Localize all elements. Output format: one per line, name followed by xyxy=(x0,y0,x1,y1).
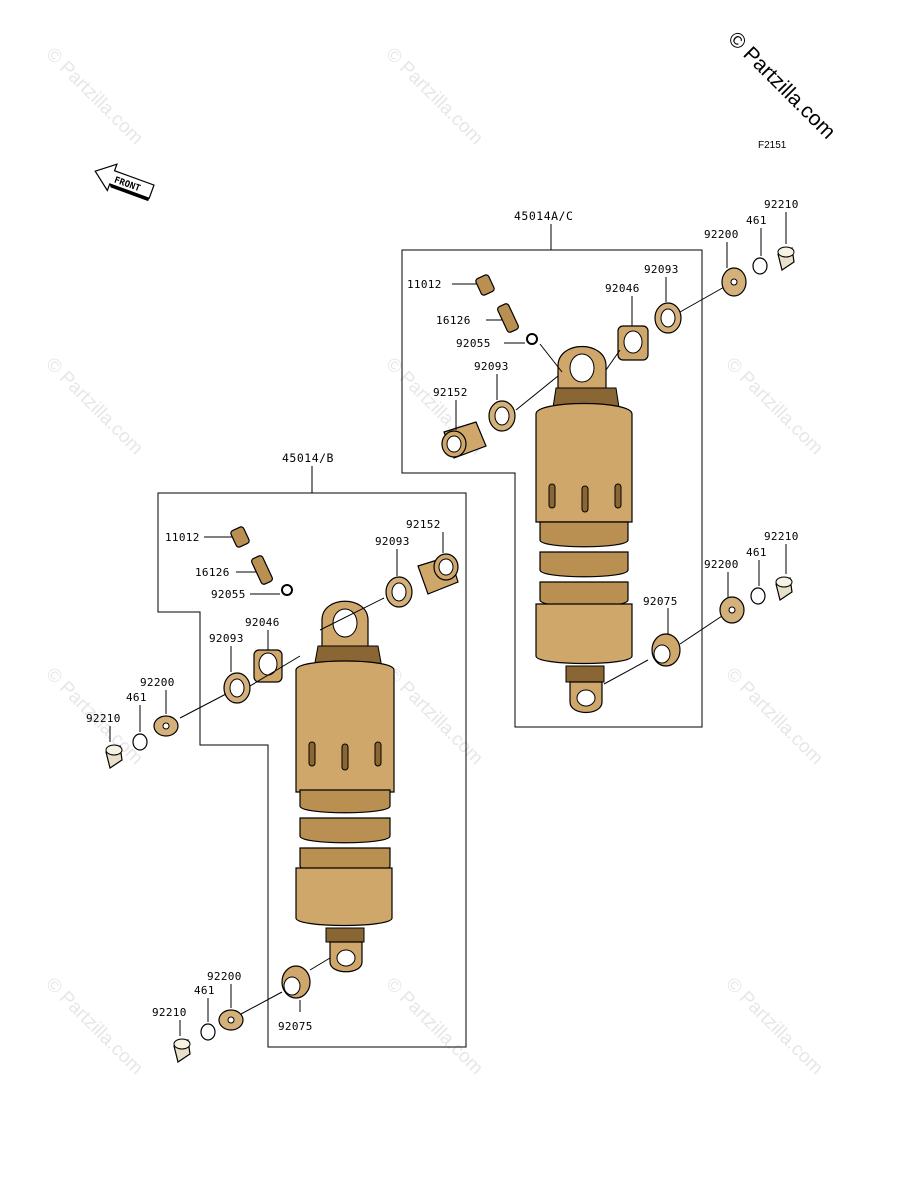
callout-92210: 92210 xyxy=(86,712,121,725)
assembly-45014a-c: 45014A/C xyxy=(401,198,799,728)
watermark: © Partzilla.com xyxy=(41,44,146,149)
hardware-left xyxy=(105,526,459,1063)
callout-92093: 92093 xyxy=(474,360,509,373)
assembly-45014-b: 45014/B xyxy=(86,451,467,1063)
callout-92210: 92210 xyxy=(764,198,799,211)
callout-461: 461 xyxy=(746,214,767,227)
callout-92200: 92200 xyxy=(207,970,242,983)
callout-92200: 92200 xyxy=(704,228,739,241)
watermark: © Partzilla.com xyxy=(381,974,486,1079)
front-arrow-icon: FRONT xyxy=(94,163,155,202)
watermark: © Partzilla.com xyxy=(721,974,826,1079)
assembly-label: 45014/B xyxy=(282,451,334,465)
watermark: © Partzilla.com xyxy=(381,664,486,769)
callout-11012: 11012 xyxy=(165,531,200,544)
callout-92046: 92046 xyxy=(605,282,640,295)
callout-92055: 92055 xyxy=(211,588,246,601)
watermark: © Partzilla.com xyxy=(41,354,146,459)
watermark: © Partzilla.com xyxy=(41,974,146,1079)
callout-461: 461 xyxy=(194,984,215,997)
callout-92200: 92200 xyxy=(140,676,175,689)
watermark: © Partzilla.com xyxy=(721,664,826,769)
callout-92075: 92075 xyxy=(643,595,678,608)
callouts-left: 11012 16126 92055 92046 92093 92152 9209… xyxy=(86,518,441,1033)
callout-92055: 92055 xyxy=(456,337,491,350)
callout-92152: 92152 xyxy=(433,386,468,399)
callout-92093: 92093 xyxy=(209,632,244,645)
shock-absorber-right xyxy=(535,345,633,714)
callout-92093: 92093 xyxy=(375,535,410,548)
callouts-right: 11012 16126 92055 92093 92152 92093 9204… xyxy=(407,198,799,608)
callout-16126: 16126 xyxy=(195,566,230,579)
brand-copyright: © Partzilla.com xyxy=(723,27,839,143)
callout-92200: 92200 xyxy=(704,558,739,571)
shock-absorber-left xyxy=(295,600,395,973)
callout-92075: 92075 xyxy=(278,1020,313,1033)
figure-code: F2151 xyxy=(758,140,787,151)
assembly-label: 45014A/C xyxy=(514,209,573,223)
hardware-right xyxy=(441,212,795,685)
callout-92210: 92210 xyxy=(764,530,799,543)
callout-16126: 16126 xyxy=(436,314,471,327)
callout-92210: 92210 xyxy=(152,1006,187,1019)
callout-11012: 11012 xyxy=(407,278,442,291)
callout-461: 461 xyxy=(126,691,147,704)
watermark: © Partzilla.com xyxy=(381,44,486,149)
callout-92152: 92152 xyxy=(406,518,441,531)
callout-92093: 92093 xyxy=(644,263,679,276)
callout-92046: 92046 xyxy=(245,616,280,629)
callout-461: 461 xyxy=(746,546,767,559)
watermark: © Partzilla.com xyxy=(721,354,826,459)
